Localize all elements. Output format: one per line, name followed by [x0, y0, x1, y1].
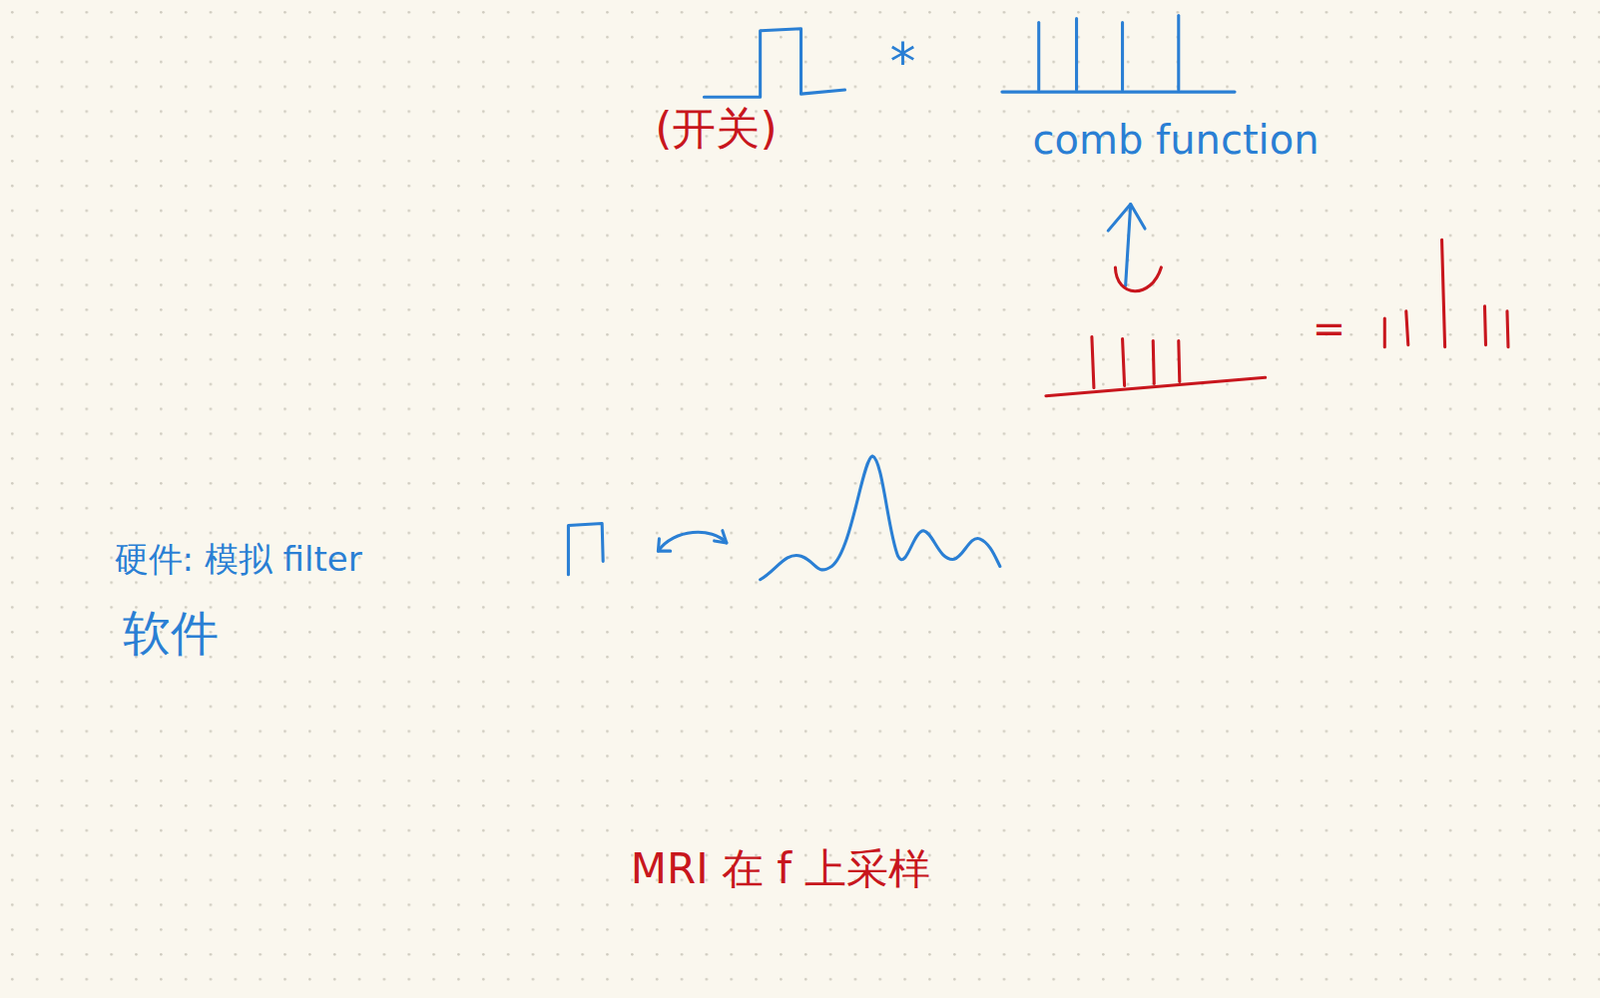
pulse-shape	[703, 28, 845, 97]
note-text: =	[1312, 306, 1347, 351]
sinc-curve	[760, 456, 1001, 580]
fourier-pair-arrow	[1107, 204, 1161, 292]
comb-function-blue	[1002, 14, 1235, 92]
rect-pulse	[567, 524, 603, 575]
note-text: 硬件: 模拟 filter	[114, 541, 363, 579]
comb-function-red	[1046, 336, 1266, 396]
note-text: 软件	[122, 605, 219, 659]
note-text: (开关)	[654, 104, 777, 153]
note-text: MRI 在 f 上采样	[630, 846, 932, 893]
note-text: comb function	[1033, 117, 1320, 162]
transform-double-arrow	[657, 531, 726, 551]
result-spectrum	[1384, 239, 1509, 347]
note-text: *	[889, 34, 916, 92]
